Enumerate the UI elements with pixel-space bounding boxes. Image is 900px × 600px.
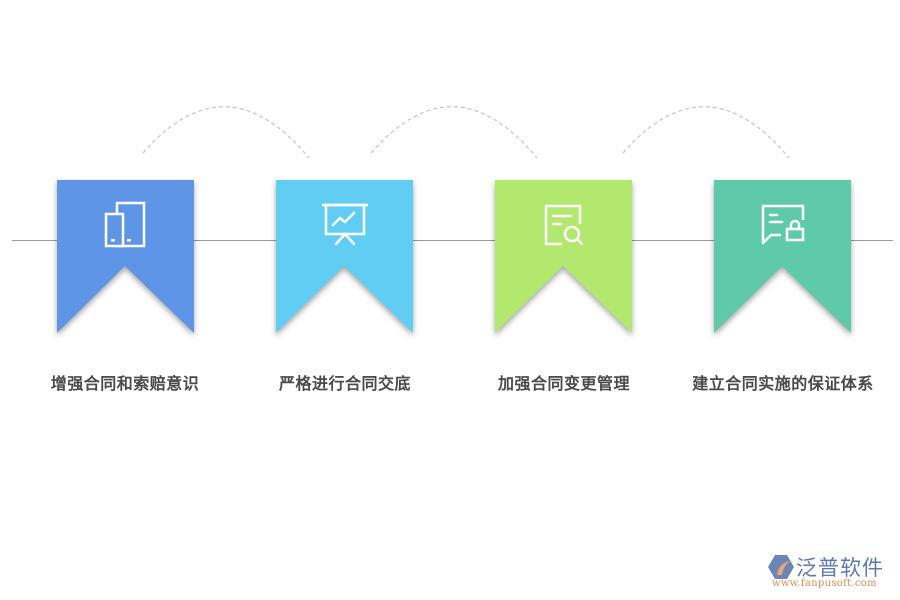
brand-logo: 泛普软件 www.fanpusoft.com [768, 553, 896, 595]
step-label-3: 加强合同变更管理 [497, 374, 630, 393]
step-label-2: 严格进行合同交底 [278, 374, 411, 393]
logo-mark-icon [768, 555, 794, 579]
presentation-chart-icon [322, 203, 368, 246]
logo-url: www.fanpusoft.com [772, 578, 877, 589]
step-label-4: 建立合同实施的保证体系 [692, 374, 874, 393]
step-label-1: 增强合同和索赔意识 [50, 374, 200, 393]
step-banner-3 [495, 180, 632, 333]
document-search-icon [544, 204, 584, 246]
logo-name: 泛普软件 [796, 556, 884, 580]
step-banner-4 [714, 180, 851, 333]
connector-arc-3 [622, 106, 790, 159]
timeline-line [12, 240, 893, 241]
step-banner-1 [57, 180, 194, 333]
connector-arc-1 [142, 106, 310, 159]
message-lock-icon [761, 204, 805, 245]
devices-icon [104, 201, 146, 248]
connector-arc-2 [370, 106, 538, 159]
step-banner-2 [276, 180, 413, 333]
